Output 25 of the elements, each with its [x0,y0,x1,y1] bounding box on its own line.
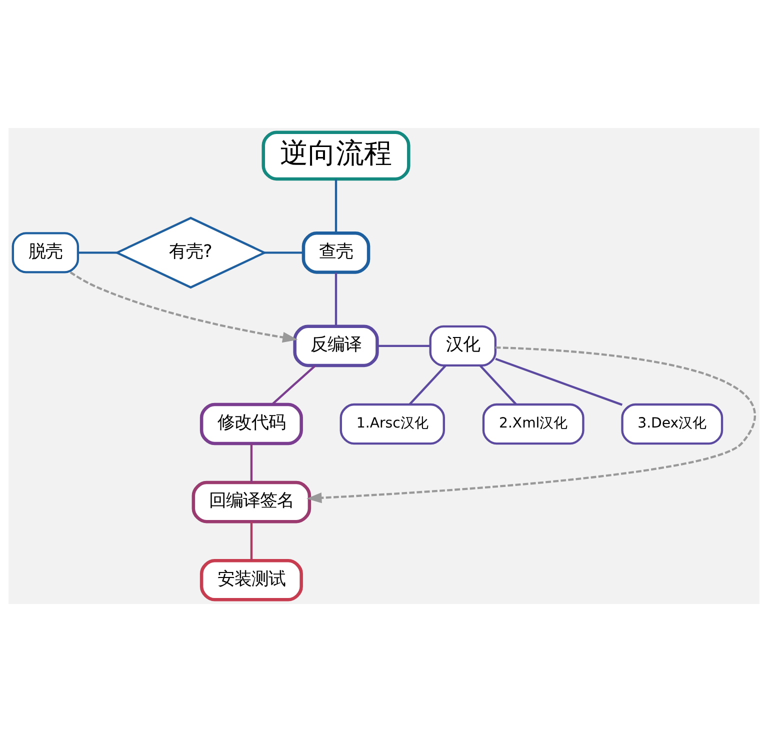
connector [271,364,316,405]
node-diamond: 有壳? [114,216,267,288]
connector [480,364,517,405]
node-box: 脱壳 [12,232,80,273]
node-box: 安装测试 [200,558,303,601]
node-box: 回编译签名 [192,480,312,523]
connector [334,178,338,233]
node-box: 3.Dex汉化 [621,402,724,444]
connector [78,251,117,254]
node-box: 1.Arsc汉化 [340,402,445,444]
node-box: 逆向流程 [262,130,410,180]
node-box: 修改代码 [200,402,303,445]
connector [334,272,338,326]
connector [408,364,446,405]
node-box: 汉化 [429,324,496,366]
arrow [306,346,755,503]
connector [250,521,253,560]
connector [495,357,623,406]
node-box: 查壳 [302,231,370,274]
connector [378,344,430,347]
connector [264,251,304,254]
node-box: 2.Xml汉化 [482,402,584,444]
arrow [70,270,298,342]
connector [250,443,253,482]
node-box: 反编译 [293,324,379,367]
